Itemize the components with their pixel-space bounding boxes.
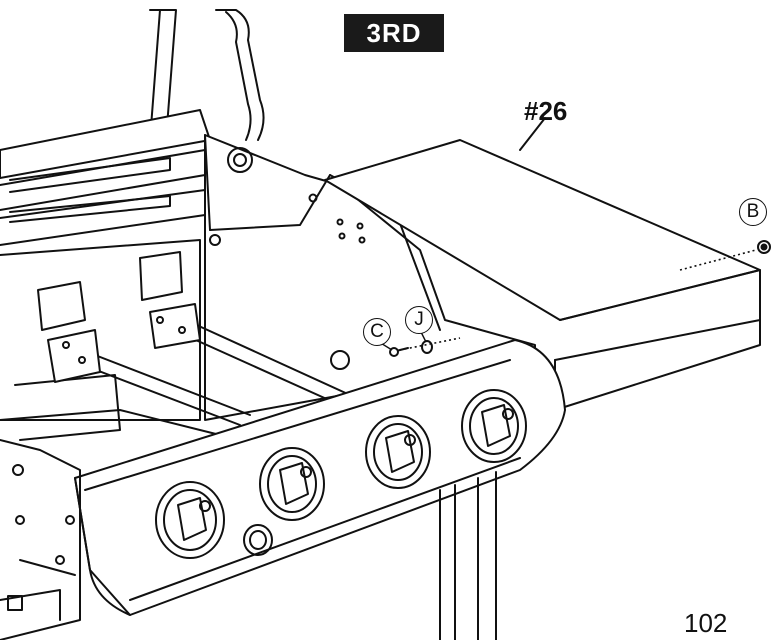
callout-b: B bbox=[739, 198, 767, 226]
callout-j: J bbox=[405, 306, 433, 334]
cart-frame bbox=[0, 439, 497, 640]
washer-j bbox=[421, 340, 433, 354]
control-knob-1 bbox=[155, 481, 225, 559]
control-knob-4 bbox=[461, 389, 527, 463]
burner-tube-right bbox=[149, 303, 351, 406]
bolt-b bbox=[757, 240, 771, 254]
control-panel bbox=[74, 339, 566, 616]
assembly-guide-lines bbox=[399, 249, 757, 351]
burner-tube-left bbox=[47, 329, 251, 426]
page-number: 102 bbox=[684, 608, 728, 638]
control-knob-2 bbox=[259, 447, 325, 521]
igniter-button bbox=[243, 524, 273, 556]
callout-c: C bbox=[363, 318, 391, 346]
firebox-side-panel bbox=[204, 134, 536, 421]
part-number-label: #26 bbox=[524, 96, 568, 126]
step-badge: 3RD bbox=[344, 14, 444, 52]
control-knob-3 bbox=[365, 415, 431, 489]
side-shelf bbox=[324, 117, 761, 411]
